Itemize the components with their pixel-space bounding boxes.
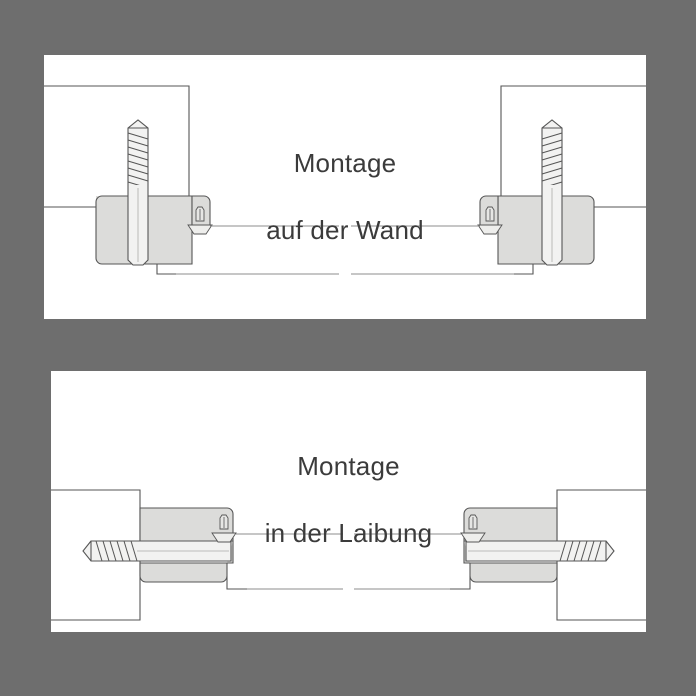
frame-profile-right: [479, 195, 595, 275]
door-leaf-line-left: [236, 533, 343, 590]
screw-horizontal-right: [465, 540, 615, 562]
panel-montage-in-der-laibung: Montage in der Laibung: [51, 371, 646, 632]
frame-profile-left: [95, 195, 211, 275]
wall-mount-drawing: [44, 85, 646, 275]
wall-block-right: [500, 85, 646, 208]
door-leaf-line-left: [176, 225, 339, 275]
bracket-screw-left: [211, 514, 237, 543]
screw-vertical-left: [127, 119, 149, 266]
bracket-screw-right: [460, 514, 486, 543]
door-leaf-line-right: [351, 225, 514, 275]
frame-profile-left: [139, 507, 247, 590]
reveal-mount-drawing: [51, 489, 646, 621]
frame-profile-right: [450, 507, 558, 590]
bracket-screw-right: [477, 206, 503, 235]
screw-vertical-right: [541, 119, 563, 266]
bracket-screw-left: [187, 206, 213, 235]
door-leaf-line-right: [354, 533, 461, 590]
panel-montage-auf-der-wand: Montage auf der Wand: [44, 55, 646, 319]
wall-block-left: [44, 85, 190, 208]
screw-horizontal-left: [82, 540, 232, 562]
